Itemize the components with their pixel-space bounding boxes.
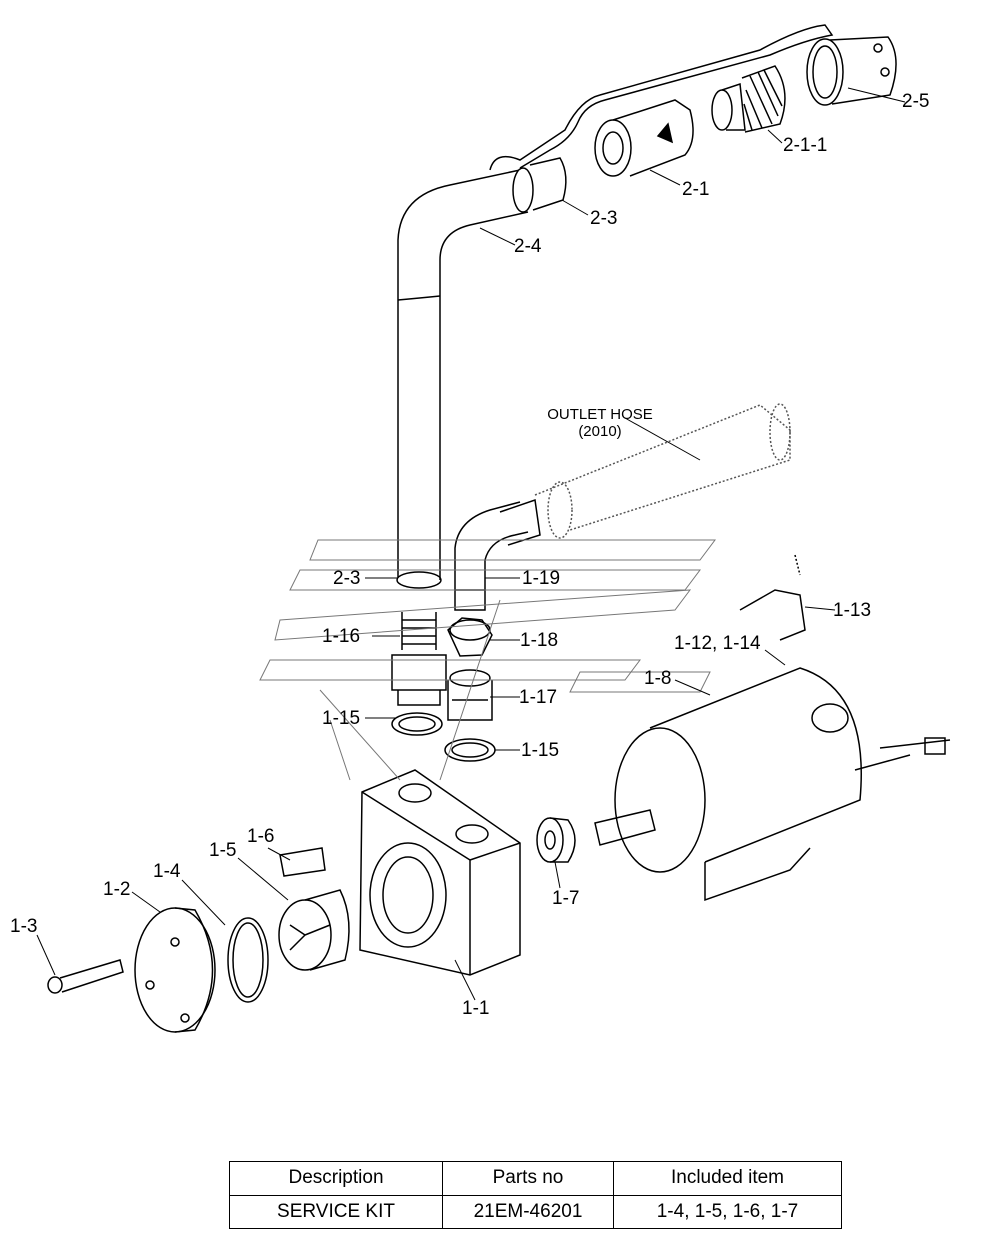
callout-1-4: 1-4: [153, 861, 181, 882]
outlet-hose-line2: (2010): [578, 423, 622, 440]
part-1-1-pump-body: [359, 769, 521, 976]
part-2-1-check-valve: [594, 99, 694, 177]
part-1-17-fitting: [447, 669, 493, 721]
callout-1-2: 1-2: [103, 879, 131, 900]
callout-1-12-1-14: 1-12, 1-14: [674, 633, 761, 654]
callout-1-19: 1-19: [522, 568, 561, 589]
part-1-13-bracket: [739, 554, 806, 641]
part-1-7-coupling: [536, 817, 576, 863]
callout-1-8: 1-8: [644, 668, 672, 689]
part-2-4-suction-pipe: [397, 157, 567, 580]
callout-2-1: 2-1: [682, 179, 710, 200]
part-1-8-motor: [594, 667, 951, 902]
part-1-4-o-ring: [227, 917, 269, 1003]
callout-1-7: 1-7: [552, 888, 580, 909]
table-row: SERVICE KIT 21EM-46201 1-4, 1-5, 1-6, 1-…: [229, 1194, 842, 1229]
part-1-2-end-cover: [134, 907, 216, 1033]
exploded-parts-diagram: [36, 24, 951, 1033]
part-2-1-1-mesh-filter: [711, 65, 786, 133]
cell-description: SERVICE KIT: [229, 1194, 443, 1229]
service-kit-table: Description Parts no Included item SERVI…: [229, 1161, 842, 1229]
header-included-item: Included item: [613, 1161, 842, 1196]
callout-1-16: 1-16: [322, 626, 361, 647]
callout-1-18: 1-18: [520, 630, 559, 651]
part-2-5-strainer-housing: [806, 36, 897, 106]
part-hose-wire: [489, 24, 834, 171]
leader-lines: [36, 87, 906, 1001]
callout-1-15-left: 1-15: [322, 708, 361, 729]
callout-2-5: 2-5: [902, 91, 930, 112]
callout-2-3-low: 2-3: [333, 568, 361, 589]
cell-parts-no: 21EM-46201: [442, 1194, 614, 1229]
part-1-19-elbow: [454, 498, 541, 611]
header-parts-no: Parts no: [442, 1161, 614, 1196]
outlet-hose-note: OUTLET HOSE (2010): [538, 406, 662, 440]
callout-1-15-right: 1-15: [521, 740, 560, 761]
callout-1-17: 1-17: [519, 687, 558, 708]
header-description: Description: [229, 1161, 443, 1196]
callout-2-3-top: 2-3: [590, 208, 618, 229]
table-header-row: Description Parts no Included item: [229, 1161, 842, 1196]
callout-1-6: 1-6: [247, 826, 275, 847]
callout-1-3: 1-3: [10, 916, 38, 937]
part-1-16-connector: [391, 571, 447, 706]
watermark-stripes: [259, 539, 716, 781]
part-1-6-key: [279, 847, 326, 877]
callout-2-4: 2-4: [514, 236, 542, 257]
callout-1-5: 1-5: [209, 840, 237, 861]
part-outlet-hose-ghost: [534, 403, 791, 539]
callout-2-1-1: 2-1-1: [783, 135, 828, 156]
callout-1-1: 1-1: [462, 998, 490, 1019]
part-1-15-washer-left: [391, 712, 443, 736]
outlet-hose-line1: OUTLET HOSE: [547, 406, 653, 423]
callout-1-13: 1-13: [833, 600, 872, 621]
cell-included-item: 1-4, 1-5, 1-6, 1-7: [613, 1194, 842, 1229]
part-1-5-impeller: [278, 889, 350, 971]
part-1-3-screw: [47, 959, 124, 994]
part-1-18-nut: [447, 617, 493, 657]
